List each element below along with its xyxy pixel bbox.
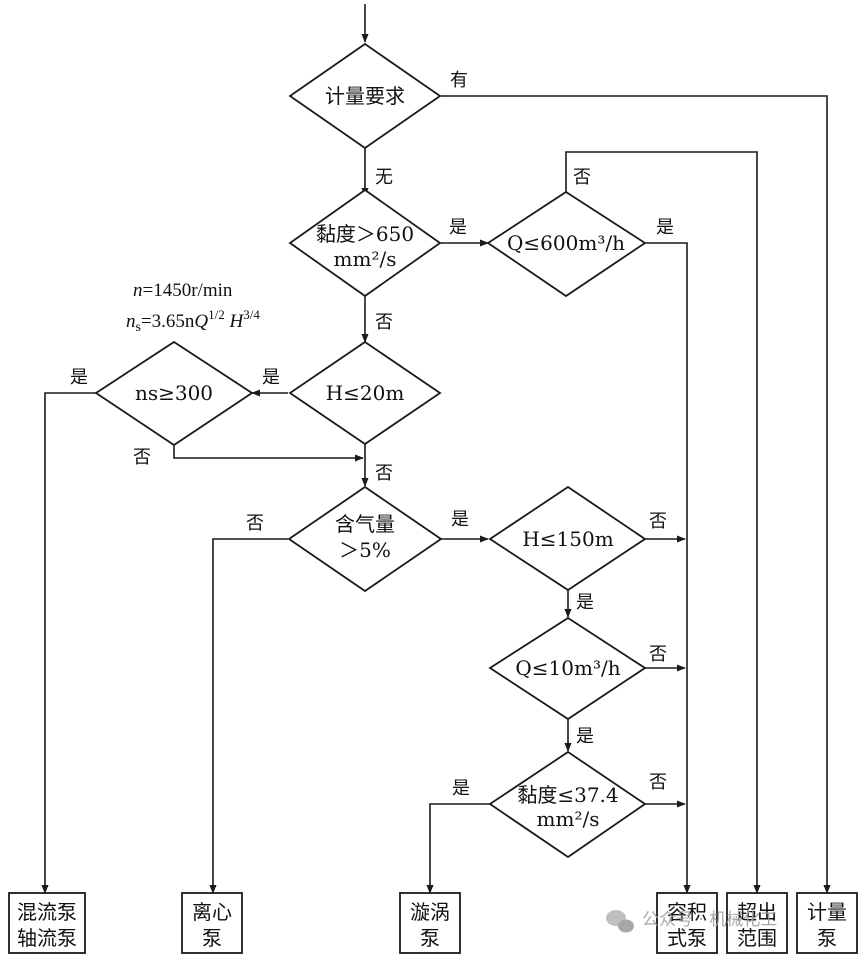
output-mixed-axial-line1: 混流泵 (17, 900, 77, 924)
decision-viscosity-37-line1: 黏度≤37.4 (517, 783, 618, 807)
decision-metering-label: 计量要求 (325, 84, 405, 108)
output-positive-displacement-pump: 容积 式泵 (656, 892, 718, 954)
output-centrifugal-line1: 离心 (192, 900, 232, 924)
d4-yes-label: 是 (262, 367, 280, 388)
d9-no-label: 否 (649, 772, 667, 793)
decision-specific-speed: ns≥300 (94, 340, 254, 447)
decision-head-20-label: H≤20m (326, 381, 405, 405)
decision-metering: 计量要求 (288, 42, 442, 150)
d3-no-label: 否 (573, 167, 591, 188)
output-vortex-line2: 泵 (420, 926, 440, 950)
d7-no-label: 否 (649, 511, 667, 532)
d6-no-label: 否 (246, 513, 264, 534)
d5-no-connector (173, 445, 364, 462)
output-metering-line1: 计量 (807, 900, 847, 924)
decision-gas-content-line2: ＞5% (339, 538, 391, 562)
decision-specific-speed-label: ns≥300 (135, 381, 213, 405)
d1-yes-connector (440, 95, 831, 894)
d5-yes-label: 是 (70, 367, 88, 388)
d1-no-label: 无 (375, 167, 393, 188)
decision-viscosity-650: 黏度＞650 mm²/s (288, 188, 442, 298)
d1-yes-label: 有 (450, 70, 468, 91)
decision-viscosity-650-line1: 黏度＞650 (316, 222, 414, 246)
decision-gas-content: 含气量 ＞5% (287, 485, 443, 593)
output-pd-line1: 容积 (667, 900, 707, 924)
d3-yes-label: 是 (656, 217, 674, 238)
output-vortex-pump: 漩涡 泵 (399, 892, 461, 954)
d2-yes-label: 是 (449, 217, 467, 238)
d8-no-label: 否 (649, 644, 667, 665)
decision-flow-600-label: Q≤600m³/h (507, 231, 625, 255)
d7-yes-label: 是 (576, 592, 594, 613)
watermark-text: 公众号 · 机械化工 (642, 910, 777, 930)
decision-viscosity-650-line2: mm²/s (334, 247, 397, 271)
formula-specific-speed: ns=3.65nQ1/2 H3/4 (126, 307, 260, 335)
d6-yes-label: 是 (451, 509, 469, 530)
d9-yes-connector (426, 803, 490, 894)
output-centrifugal-pump: 离心 泵 (181, 892, 243, 954)
d3-yes-connector (645, 242, 691, 894)
output-mixed-axial-pump: 混流泵 轴流泵 (8, 892, 86, 954)
output-metering-line2: 泵 (817, 926, 837, 950)
d2-no-label: 否 (375, 312, 393, 333)
decision-head-150: H≤150m (488, 485, 647, 592)
d4-no-label: 否 (375, 463, 393, 484)
decision-head-150-label: H≤150m (522, 527, 613, 551)
output-mixed-axial-line2: 轴流泵 (17, 926, 77, 950)
output-out-of-range-line2: 范围 (737, 926, 777, 950)
d9-yes-label: 是 (452, 778, 470, 799)
output-out-of-range-line1: 超出 (737, 900, 777, 924)
decision-gas-content-line1: 含气量 (335, 512, 395, 536)
decision-viscosity-37-line2: mm²/s (537, 807, 600, 831)
decision-flow-10-label: Q≤10m³/h (515, 656, 620, 680)
watermark: 公众号 · 机械化工 (606, 910, 777, 933)
d3-no-connector (565, 151, 761, 894)
formula-rotational-speed: n=1450r/min (133, 280, 233, 301)
output-pd-line2: 式泵 (667, 926, 707, 950)
decision-head-20: H≤20m (288, 340, 442, 446)
d8-yes-label: 是 (576, 726, 594, 747)
decision-flow-10: Q≤10m³/h (488, 616, 647, 721)
decision-flow-600: Q≤600m³/h (486, 190, 647, 298)
output-out-of-range: 超出 范围 (726, 892, 788, 954)
d6-no-connector (209, 538, 288, 894)
d5-no-label: 否 (133, 447, 151, 468)
d5-yes-connector (41, 392, 96, 894)
output-vortex-line1: 漩涡 (410, 900, 450, 924)
wechat-icon (606, 910, 634, 933)
output-metering-pump: 计量 泵 (796, 892, 858, 954)
output-centrifugal-line2: 泵 (202, 926, 222, 950)
decision-viscosity-37: 黏度≤37.4 mm²/s (488, 750, 647, 859)
